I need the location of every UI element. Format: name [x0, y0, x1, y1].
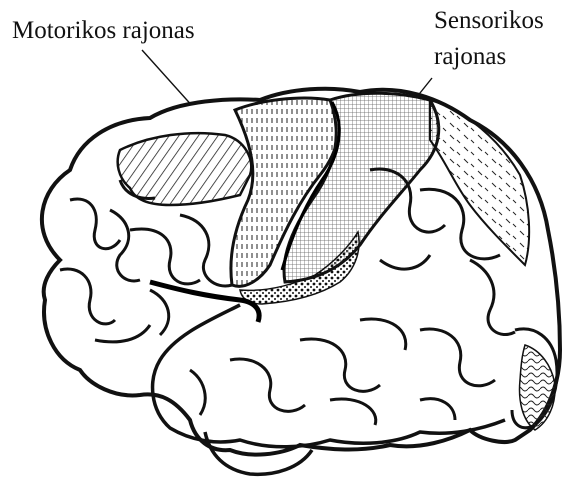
premotor-region: [118, 133, 252, 205]
sensory-area-label-line2: rajonas: [434, 42, 506, 72]
motor-area-label: Motorikos rajonas: [12, 16, 195, 46]
sensory-area-label-line1: Sensorikos: [434, 6, 544, 36]
